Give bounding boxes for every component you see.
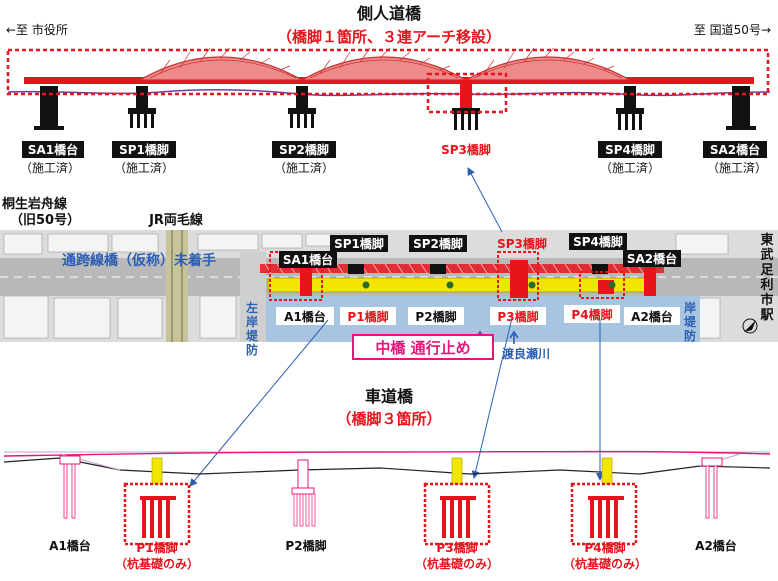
river-label: 渡良瀬川 [502, 346, 550, 361]
plan-sp1-bg [330, 235, 388, 252]
connector-p1 [189, 319, 329, 487]
closure-box [352, 334, 494, 360]
plan-p1-bg [340, 307, 396, 325]
svg-text:防: 防 [246, 342, 258, 357]
sa2-label: SA2橋台 [710, 142, 760, 157]
pedestrian-title: 側人道橋 [356, 4, 422, 23]
sa1-label: SA1橋台 [28, 142, 78, 157]
plan-a2-bg [624, 307, 680, 325]
rb-a1-label: A1橋台 [49, 538, 91, 553]
plan-a1-label: A1橋台 [284, 309, 326, 324]
rb-a2-label: A2橋台 [695, 538, 737, 553]
svg-text:駅: 駅 [759, 308, 774, 323]
flow-arrow-icon [509, 330, 519, 344]
sp1-pier-shape [128, 86, 156, 128]
svg-text:堤: 堤 [684, 314, 697, 329]
sa2-abutment-shape [726, 86, 756, 130]
three-arch-span [137, 47, 633, 81]
sa2-note: （施工済） [707, 160, 767, 175]
rb-p4-note: （杭基礎のみ） [563, 556, 647, 571]
sa1-note: （施工済） [20, 160, 80, 175]
plan-p1-label: P1橋脚 [347, 309, 388, 324]
sa2-label-bg [703, 141, 767, 158]
plan-sa2-bg [623, 250, 681, 267]
road-bridge-subtitle: （橋脚３箇所） [336, 410, 441, 428]
svg-text:東: 東 [760, 232, 773, 248]
rb-p4-label: P4橋脚 [584, 540, 625, 555]
road-bridge-title: 車道橋 [365, 387, 414, 406]
jr-line-label: JR両毛線 [148, 212, 204, 228]
plan-sp4-label: SP4橋脚 [573, 234, 623, 249]
temp-bridge-label: 通跨線橋（仮称）未着手 [62, 252, 216, 269]
svg-text:防: 防 [684, 328, 696, 343]
road-bridge-elevation [3, 450, 771, 546]
rb-p1-label: P1橋脚 [136, 540, 177, 555]
svg-text:堤: 堤 [246, 328, 259, 343]
svg-text:左: 左 [245, 300, 258, 315]
svg-text:利: 利 [760, 277, 773, 293]
plan-p4-bg [564, 305, 620, 323]
plan-a2-label: A2橋台 [631, 309, 673, 324]
sp1-note: （施工済） [114, 160, 174, 175]
plan-p4-label: P4橋脚 [571, 307, 612, 322]
svg-text:岸: 岸 [246, 314, 258, 329]
plan-p2-bg [408, 307, 464, 325]
plan-p2-label: P2橋脚 [415, 309, 456, 324]
svg-text:足: 足 [760, 263, 774, 278]
direction-left: ←至 市役所 [6, 22, 68, 37]
north-arrow-icon [742, 318, 758, 334]
station-label: 東 武 足 利 市 駅 [759, 232, 774, 323]
road-left-sub: （旧50号） [10, 212, 80, 228]
sp2-note: （施工済） [274, 160, 334, 175]
sa1-abutment-shape [34, 86, 64, 130]
right-bank-label: 岸 堤 防 [684, 300, 697, 343]
road-left-label: 桐生岩舟線 [2, 196, 68, 212]
sa1-label-bg [22, 141, 84, 158]
rb-p2-label: P2橋脚 [285, 538, 326, 553]
sp1-label-bg [112, 141, 176, 158]
plan-sa2-label: SA2橋台 [627, 251, 677, 266]
sp4-note: （施工済） [600, 160, 660, 175]
sp4-label-bg [598, 141, 662, 158]
sp4-pier-shape [616, 86, 644, 130]
plan-sp1-label: SP1橋脚 [334, 236, 384, 251]
svg-text:岸: 岸 [684, 300, 696, 315]
rb-p1-note: （杭基礎のみ） [115, 556, 199, 571]
plan-sp4-bg [569, 233, 627, 250]
connector-sp3 [467, 167, 503, 233]
plan-sa1-bg [279, 251, 337, 268]
plan-sp3-label: SP3橋脚 [497, 236, 547, 251]
aerial-map [0, 230, 778, 342]
plan-p3-label: P3橋脚 [497, 309, 538, 324]
plan-a1-bg [276, 307, 334, 325]
svg-text:市: 市 [760, 292, 773, 308]
sp4-label: SP4橋脚 [605, 142, 655, 157]
rb-p3-note: （杭基礎のみ） [415, 556, 499, 571]
sp1-label: SP1橋脚 [119, 142, 169, 157]
svg-text:武: 武 [760, 247, 773, 263]
plan-p3-bg [490, 307, 546, 325]
plan-sa1-label: SA1橋台 [283, 252, 333, 267]
plan-sp2-bg [409, 235, 467, 252]
sp2-label: SP2橋脚 [279, 142, 329, 157]
rb-p3-label: P3橋脚 [436, 540, 477, 555]
closure-label: 中橋 通行止め [375, 339, 470, 357]
pedestrian-subtitle: （橋脚１箇所、３連アーチ移設） [277, 28, 501, 46]
plan-sp2-label: SP2橋脚 [413, 236, 463, 251]
sp2-label-bg [272, 141, 336, 158]
direction-right: 至 国道50号→ [694, 23, 771, 37]
arch-relocation-outline [6, 48, 770, 96]
sp2-pier-shape [288, 86, 316, 128]
sp3-pier-shape [452, 80, 480, 130]
sp3-highlight-outline [426, 72, 508, 114]
sp3-label: SP3橋脚 [441, 142, 491, 157]
left-bank-label: 左 岸 堤 防 [245, 300, 259, 357]
